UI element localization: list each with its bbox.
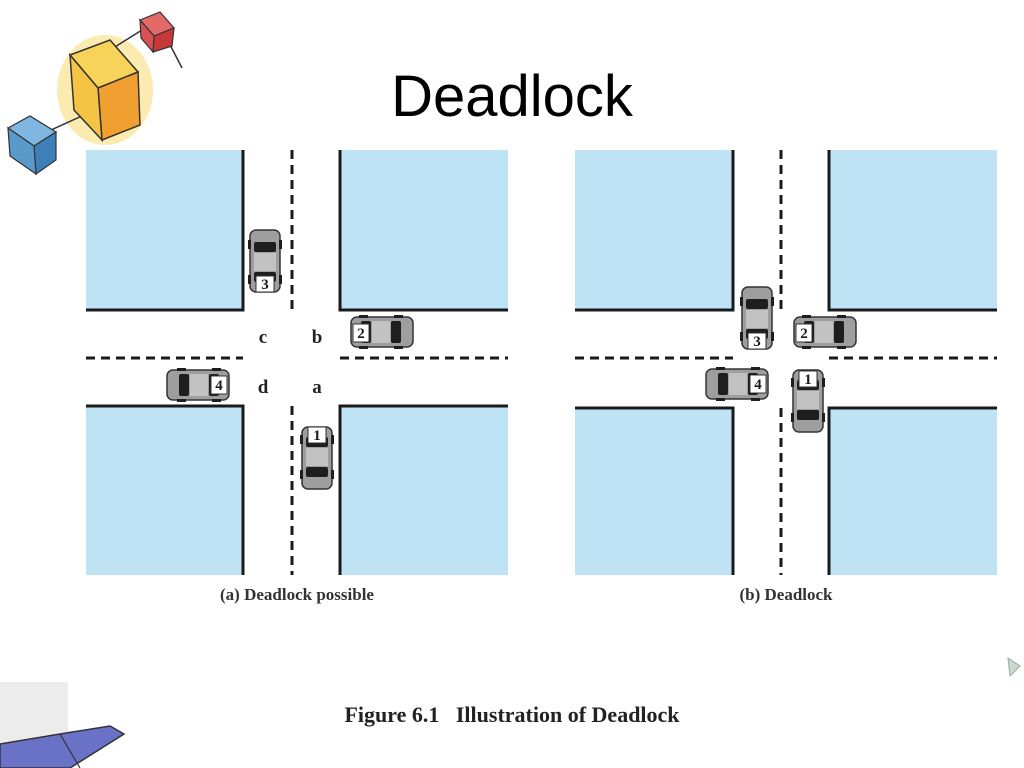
road-edges — [575, 150, 997, 575]
car-number-2: 2 — [800, 326, 808, 342]
car-number-2: 2 — [357, 326, 365, 342]
paper-clipart-icon — [0, 682, 126, 768]
car-number-1: 1 — [313, 428, 321, 444]
lane-dividers — [86, 150, 508, 575]
car-number-3: 3 — [261, 277, 269, 293]
panel-b-caption: (b) Deadlock — [739, 585, 833, 604]
road-edges — [86, 150, 508, 575]
panel-a-caption: (a) Deadlock possible — [220, 585, 374, 604]
intersection-diagram-a: c b d a 3 2 4 — [86, 150, 508, 575]
arrow-clipart-icon — [1007, 656, 1021, 678]
intersection-diagram-b: 3 2 4 1 — [575, 150, 997, 575]
city-blocks — [86, 150, 508, 575]
car-number-1: 1 — [804, 372, 812, 388]
car-number-3: 3 — [753, 334, 761, 350]
lane-label-a: a — [312, 377, 322, 398]
car-number-4: 4 — [754, 377, 762, 393]
cubes-clipart-icon — [6, 11, 183, 176]
slide-title: Deadlock — [391, 64, 633, 129]
city-blocks — [575, 150, 997, 575]
lane-label-d: d — [258, 377, 269, 398]
lane-dividers — [575, 150, 997, 575]
figure-caption: Figure 6.1 Illustration of Deadlock — [344, 702, 680, 727]
lane-label-c: c — [259, 327, 267, 348]
lane-label-b: b — [312, 327, 323, 348]
car-number-4: 4 — [215, 378, 223, 394]
